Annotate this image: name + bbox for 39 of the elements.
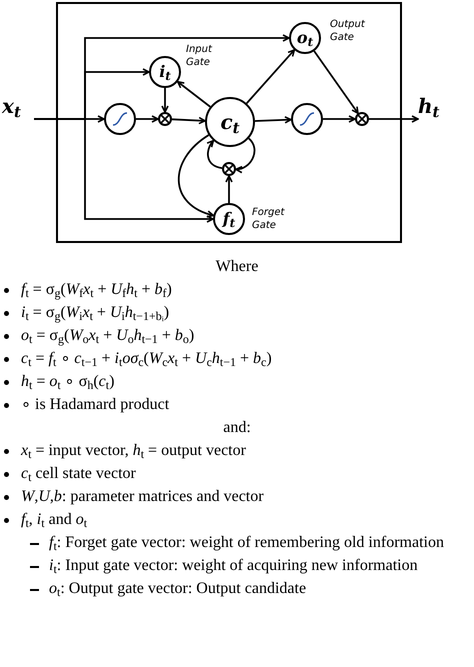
arrow: [161, 88, 169, 113]
arrow: [176, 80, 211, 108]
list-item-text: f$_{t}$: Forget gate vector: weight of remembering old information: [49, 533, 444, 553]
arrow: [313, 50, 359, 114]
gate-label: Output Gate: [330, 18, 366, 44]
heading-text: Where: [214, 257, 260, 277]
signal-label: h$_{t}$: [418, 96, 440, 116]
heading-text: and:: [222, 418, 252, 438]
list-item-text: c$_{t}$ cell state vector: [21, 464, 136, 484]
gate-symbol: c$_{t}$: [220, 112, 240, 132]
list-item-text: i$_{t}$ = σ$_{g}$(W$_{i}$x$_{t}$ + U$_{i}$h$_{t−1+bᵢ}$): [21, 303, 170, 323]
list-item-text: c$_{t}$ = f$_{t}$ ∘ c$_{t−1}$ + i$_{t}$oσ$_{c}$(W$_{c}$x$_{t}$ + U$_{c}$h$_{t−1}$ + b$_{c}$): [21, 349, 272, 369]
arrow: [235, 138, 256, 173]
list-item-text: x$_{t}$ = input vector, h$_{t}$ = output vector: [21, 441, 246, 461]
arrow: [206, 140, 222, 170]
arrow: [34, 118, 214, 223]
list-item-text: o$_{t}$ = σ$_{g}$(W$_{o}$x$_{t}$ + U$_{o}$h$_{t−1}$ + b$_{o}$): [21, 326, 194, 346]
list-item-text: o$_{t}$: Output gate vector: Output candidate: [49, 579, 306, 599]
signal-label: x$_{t}$: [2, 96, 22, 116]
arrow: [172, 116, 206, 124]
arrow: [178, 134, 214, 218]
list-item-text: h$_{t}$ = o$_{t}$ ∘ σ$_{h}$(c$_{t}$): [21, 372, 114, 392]
arrow: [254, 116, 292, 124]
gate-symbol: f$_{t}$: [222, 211, 236, 227]
list-item-text: W,U,b: parameter matrices and vector: [21, 487, 264, 507]
arrow: [323, 115, 356, 123]
arrow: [225, 175, 233, 203]
gate-label: Input Gate: [186, 43, 214, 69]
gate-symbol: o$_{t}$: [296, 30, 314, 46]
list-item-text: ∘ is Hadamard product: [21, 395, 170, 415]
arrow: [369, 115, 419, 123]
gate-symbol: i$_{t}$: [159, 64, 171, 80]
list-item-text: i$_{t}$: Input gate vector: weight of acquiring new information: [49, 556, 418, 576]
lstm-cell-frame: [56, 2, 402, 243]
gate-label: Forget Gate: [252, 206, 286, 232]
list-item-text: f$_{t}$ = σ$_{g}$(W$_{f}$x$_{t}$ + U$_{f}$h$_{t}$ + b$_{f}$): [21, 280, 172, 300]
list-item-text: f$_{t}$, i$_{t}$ and o$_{t}$: [21, 510, 88, 530]
arrow: [246, 49, 296, 104]
arrow: [136, 115, 159, 123]
